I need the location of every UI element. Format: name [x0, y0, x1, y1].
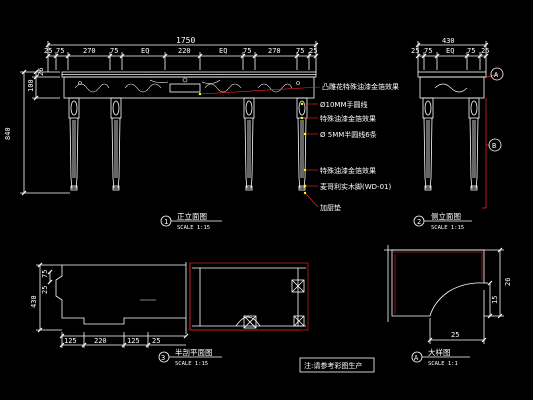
seg-label: 25 — [44, 47, 52, 55]
view-scale-detail: SCALE 1:1 — [428, 361, 458, 367]
detail-dim-right-total: 26 — [504, 278, 512, 286]
front-elevation — [20, 41, 321, 227]
side-elevation — [413, 41, 504, 227]
side-total-width: 430 — [442, 37, 455, 45]
detail-dim-bottom: 25 — [451, 331, 459, 339]
seg-label: EQ — [141, 47, 149, 55]
front-legs — [68, 97, 308, 191]
view-title-plan: 半剖平面图 — [175, 347, 213, 357]
seg-label: 75 — [243, 47, 251, 55]
front-height-total: 840 — [4, 127, 12, 140]
annotation-text: 凸雕花特殊油漆金箔效果 — [322, 82, 399, 91]
side-segment-labels: 25 75 EQ 75 25 — [411, 47, 489, 55]
view-number-1: 1 — [164, 218, 168, 226]
view-title-detail: 大样图 — [428, 347, 451, 357]
seg-label: 75 — [296, 47, 304, 55]
plan-height-total: 430 — [30, 295, 38, 308]
front-total-width: 1750 — [176, 36, 195, 45]
front-annotations: 凸雕花特殊油漆金箔效果 Ø10MM手圆线 特殊油漆金箔效果 Ø 5MM半圆线6条… — [320, 82, 399, 212]
seg-label: 125 — [64, 337, 77, 345]
plan-height-part2: 25 — [41, 286, 49, 294]
seg-label: 25 — [481, 47, 489, 55]
view-scale-front: SCALE 1:15 — [177, 225, 210, 231]
seg-label: 75 — [56, 47, 64, 55]
section-marker-b: B — [492, 142, 496, 150]
annotation-text: 特殊油漆金箔效果 — [320, 114, 376, 123]
view-number-2: 2 — [417, 218, 421, 226]
front-segment-labels: 25 75 270 75 EQ 220 EQ 75 270 75 25 — [44, 47, 317, 55]
seg-label: 270 — [268, 47, 281, 55]
annotation-text: 特殊油漆金箔效果 — [320, 166, 376, 175]
seg-label: 75 — [424, 47, 432, 55]
note-text: 注:请参考彩图生产 — [304, 361, 362, 370]
view-number-3: 3 — [161, 354, 165, 362]
plan-view — [36, 262, 309, 363]
annotation-text: Ø10MM手圆线 — [320, 100, 368, 109]
view-title-side: 侧立面图 — [431, 211, 461, 221]
detail-dim-right-part: 15 — [491, 296, 499, 304]
seg-label: 25 — [411, 47, 419, 55]
detail-view — [384, 245, 504, 363]
plan-height-part1: 75 — [41, 270, 49, 278]
annotation-text: Ø 5MM半圆线6条 — [320, 130, 377, 139]
seg-label: 25 — [152, 337, 160, 345]
plan-bottom-labels: 125 220 125 25 — [64, 337, 160, 345]
seg-label: EQ — [446, 47, 454, 55]
front-height-top1: 26 — [37, 68, 45, 76]
view-number-a: A — [414, 354, 419, 362]
seg-label: 270 — [83, 47, 96, 55]
section-marker-a: A — [494, 71, 499, 79]
seg-label: 75 — [467, 47, 475, 55]
seg-label: 220 — [94, 337, 107, 345]
front-height-top2: 100 — [27, 79, 35, 92]
view-title-front: 正立面图 — [177, 211, 207, 221]
seg-label: 25 — [309, 47, 317, 55]
seg-label: 125 — [127, 337, 140, 345]
view-scale-side: SCALE 1:15 — [431, 225, 464, 231]
annotation-text: 麦哥利实木脚(WD-01) — [320, 182, 391, 191]
note-box: 注:请参考彩图生产 — [299, 357, 375, 373]
annotation-text: 加厨垫 — [320, 203, 341, 212]
seg-label: EQ — [219, 47, 227, 55]
seg-label: 75 — [110, 47, 118, 55]
view-scale-plan: SCALE 1:15 — [175, 361, 208, 367]
seg-label: 220 — [178, 47, 191, 55]
